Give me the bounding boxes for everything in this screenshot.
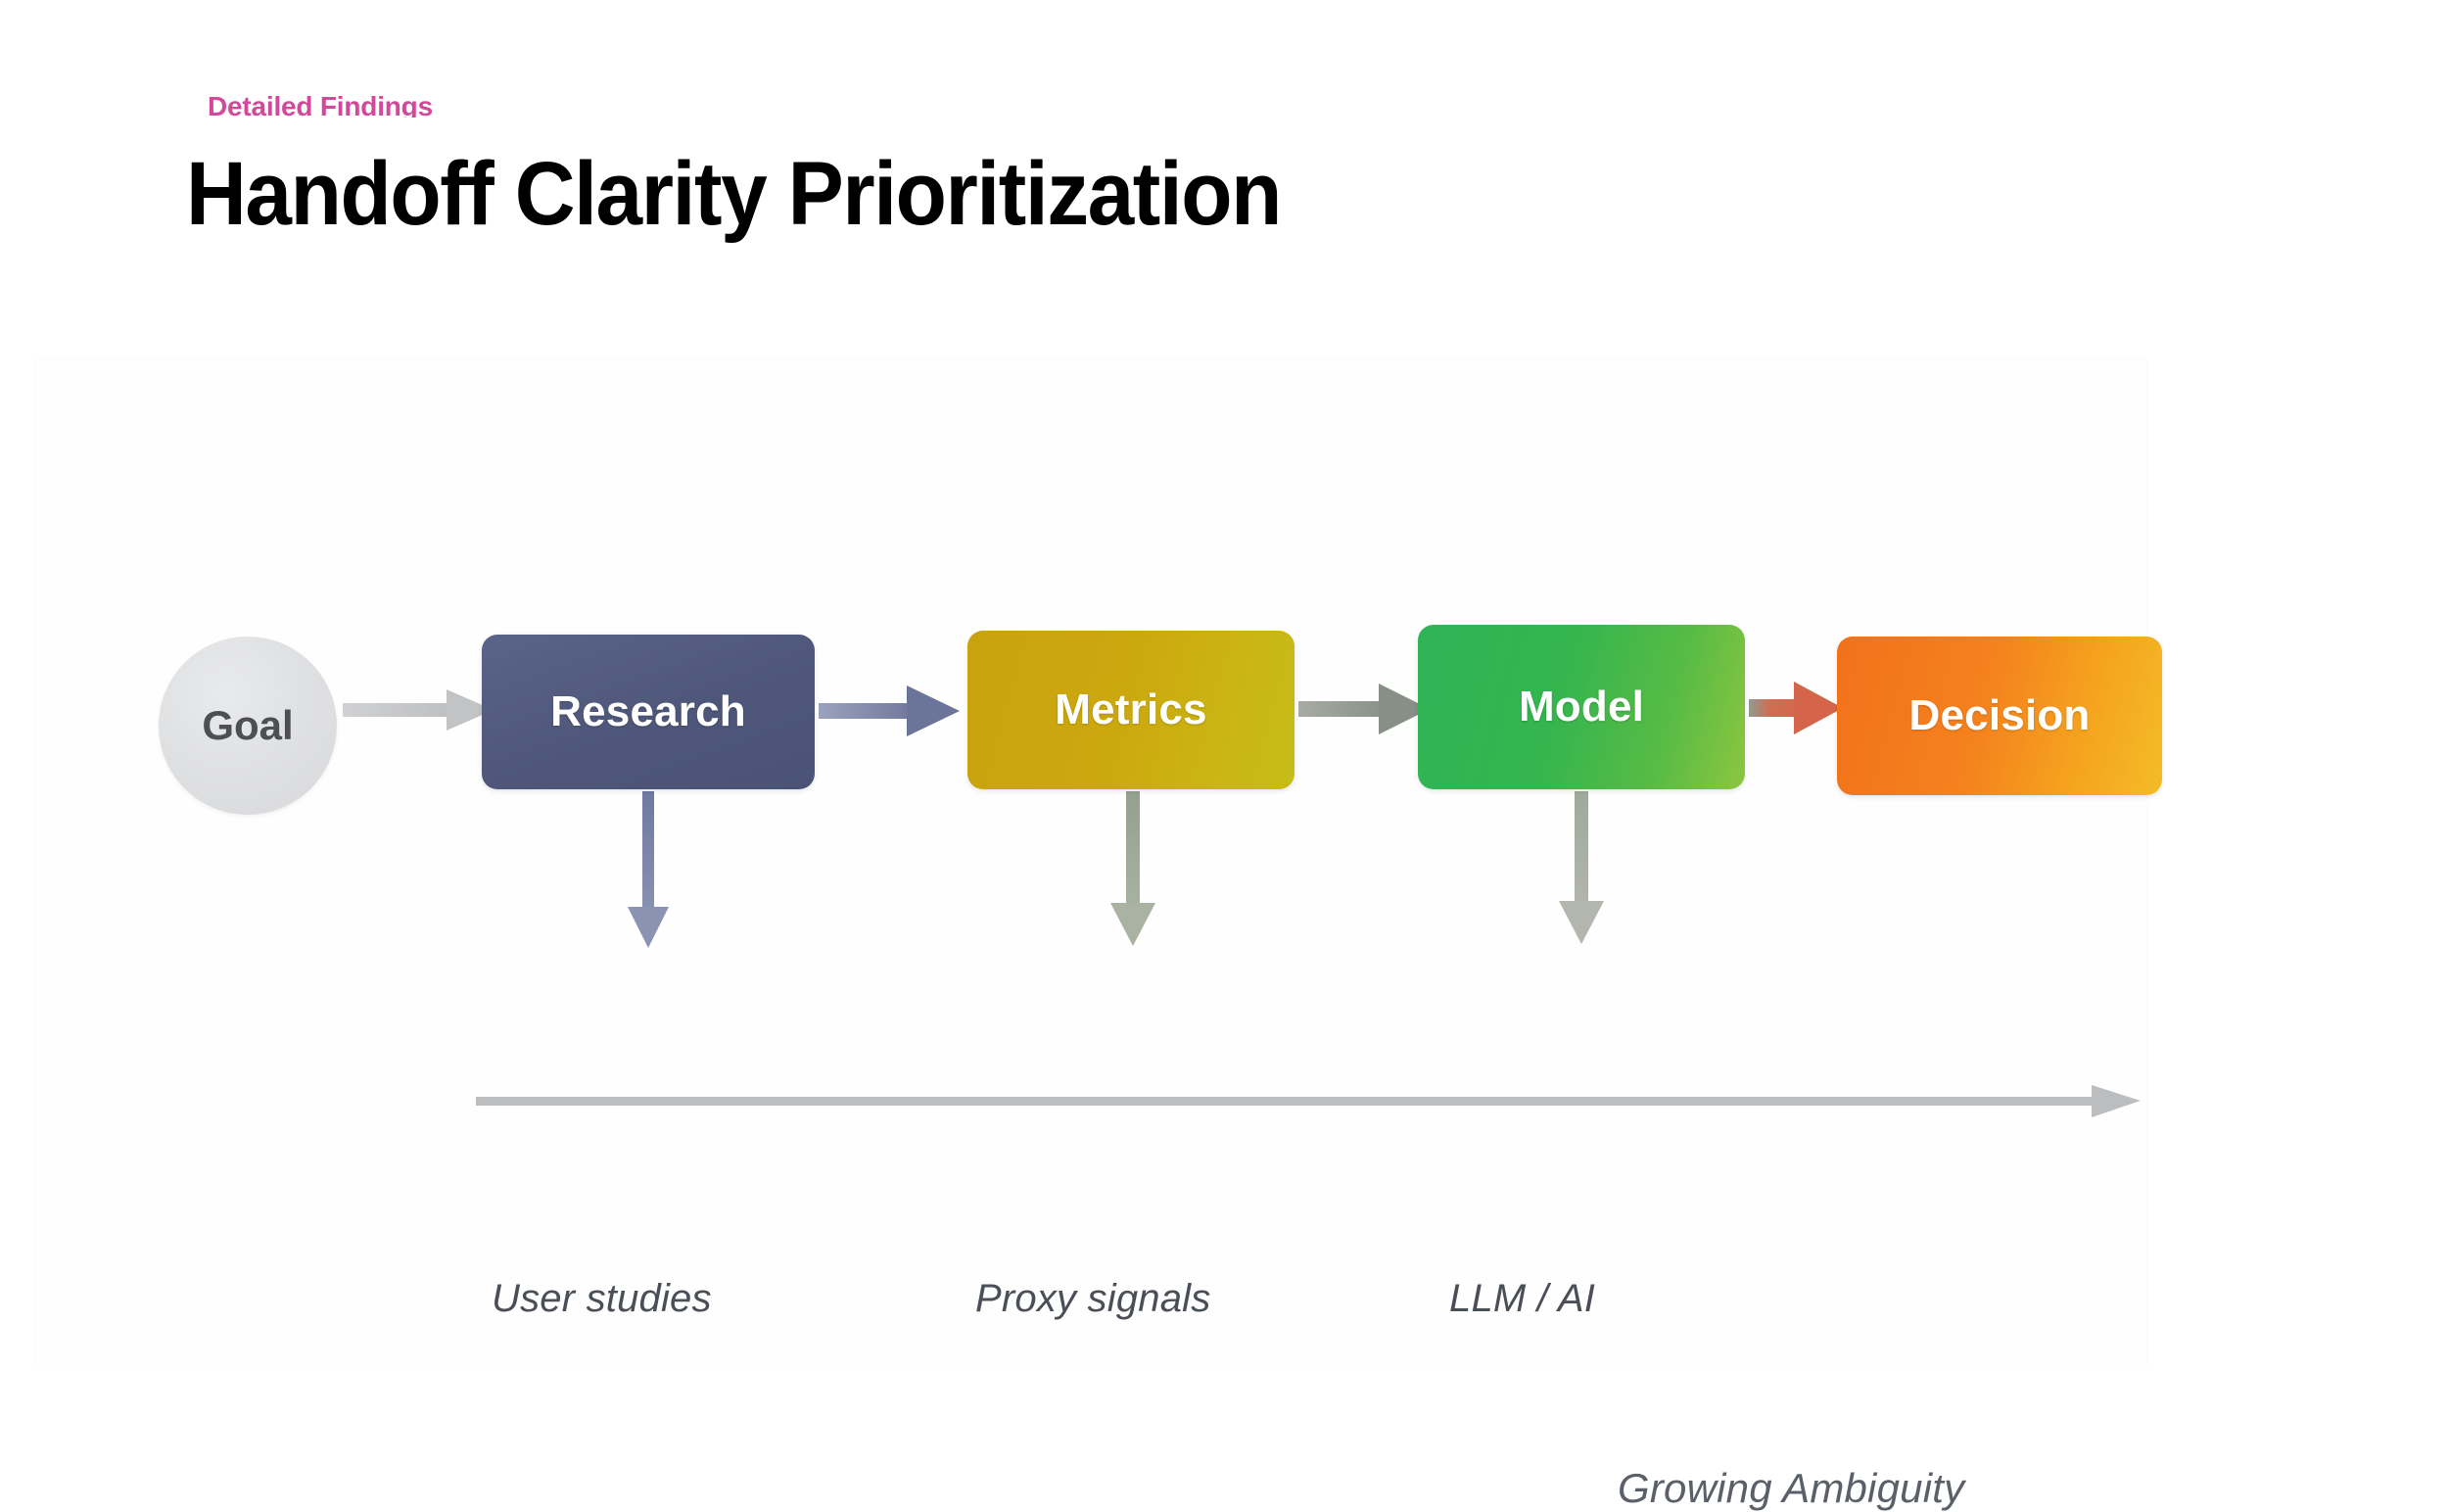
down-arrow-research [628,791,669,948]
node-decision[interactable]: Decision [1837,637,2162,795]
sublabel-model: LLM / AI [1449,1277,1596,1320]
node-metrics[interactable]: Metrics [967,631,1295,789]
sublabel-research: User studies [492,1277,712,1320]
connector-model-to-decision [1749,682,1843,734]
node-goal[interactable]: Goal [159,637,337,815]
node-model[interactable]: Model [1418,625,1745,789]
connector-research-to-metrics [819,685,960,736]
down-arrow-model [1559,791,1604,944]
node-research[interactable]: Research [482,635,815,789]
connector-goal-to-research [343,689,494,731]
sublabel-metrics: Proxy signals [975,1277,1211,1320]
down-arrow-metrics [1110,791,1155,946]
diagram-panel: Goal Research Metrics Model Decision Use… [35,358,2162,1511]
eyebrow-label: Detailed Findings [208,91,433,118]
ambiguity-axis-label: Growing Ambiguity [1618,1465,1965,1511]
diagram-connectors-layer [343,682,2141,1117]
connector-metrics-to-model [1298,684,1430,734]
page-title: Handoff Clarity Prioritization [186,144,1282,244]
ambiguity-axis-arrow [476,1085,2141,1117]
